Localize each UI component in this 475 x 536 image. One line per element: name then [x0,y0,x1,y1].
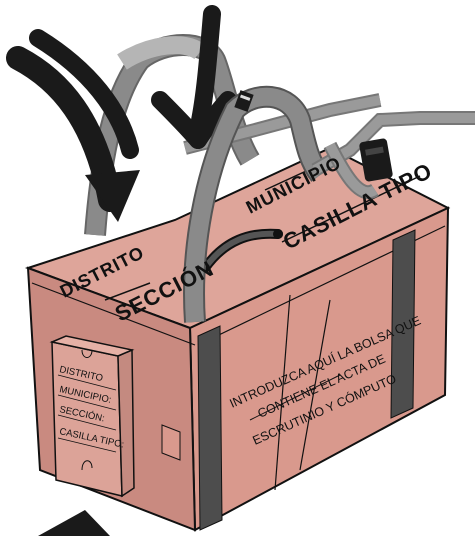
front-band-left [198,326,222,530]
down-arrow-icon [38,510,110,536]
